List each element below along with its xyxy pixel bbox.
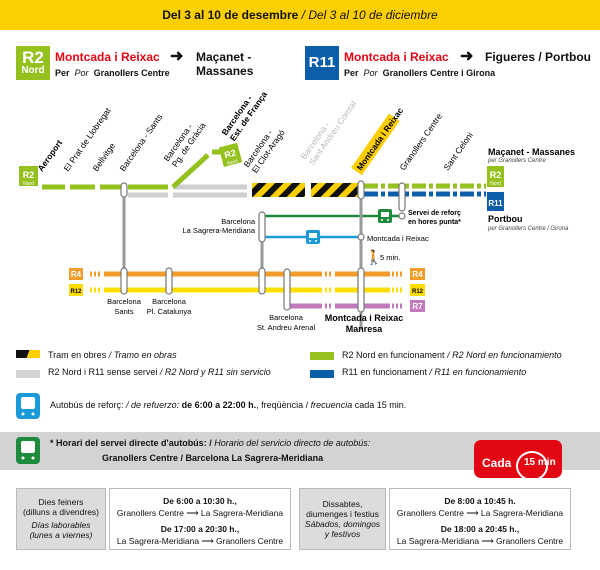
legend-r2: R2 Nord en funcionament / R2 Nord en fun… bbox=[342, 350, 562, 360]
r11-badge: R11 bbox=[305, 46, 339, 80]
r11-via: Per Por Granollers Centre i Girona bbox=[344, 68, 496, 78]
bus-icon bbox=[16, 393, 40, 419]
date-banner: Del 3 al 10 de desembre / Del 3 al 10 de… bbox=[0, 0, 600, 30]
direct-bus-route: Granollers Centre / Barcelona La Sagrera… bbox=[102, 453, 324, 463]
r2-nord-track-west bbox=[42, 149, 222, 190]
weekday-times: De 6:00 a 10:30 h.,Granollers Centre ⟶ L… bbox=[109, 488, 291, 550]
svg-text:R2: R2 bbox=[223, 148, 237, 161]
out-of-service-track bbox=[128, 184, 247, 198]
station-granollers: Granollers Centre bbox=[397, 111, 444, 172]
works-section bbox=[252, 183, 305, 197]
weekend-times: De 8:00 a 10:45 h.Granollers Centre ⟶ La… bbox=[389, 488, 571, 550]
svg-text:R7: R7 bbox=[412, 302, 423, 311]
svg-text:Nord: Nord bbox=[227, 158, 239, 167]
station-clot: Barcelona -El Clot-Aragó bbox=[241, 122, 287, 175]
works-section bbox=[311, 183, 358, 197]
svg-text:R2: R2 bbox=[490, 170, 502, 180]
line-badges: R4 R12 R4 R12 R7 bbox=[69, 268, 425, 312]
direct-bus-title: * Horari del servei directe d'autobús: /… bbox=[50, 438, 371, 448]
stopwatch-icon bbox=[516, 451, 548, 481]
r2-destination-label: Maçanet - Massanes bbox=[488, 147, 575, 157]
r11-destination: Figueres / Portbou bbox=[485, 50, 592, 64]
r2-destination: Maçanet -Massanes bbox=[196, 50, 254, 78]
legend-works: Tram en obres / Tramo en obras bbox=[48, 350, 177, 360]
station-sant-celoni: Sant Celoni bbox=[441, 130, 474, 172]
r11-via-label: per Granollers Centre i Girona bbox=[487, 226, 569, 232]
arrow-right-icon: ➜ bbox=[170, 48, 184, 65]
banner-es: / Del 3 al 10 de diciembre bbox=[298, 8, 438, 22]
walking-icon: 🚶 bbox=[365, 249, 382, 266]
frequency-badge: Cada 15 min bbox=[474, 440, 562, 481]
svg-text:R12: R12 bbox=[412, 289, 424, 295]
works-swatch bbox=[16, 350, 40, 358]
r2-via-label: per Granollers Centre bbox=[487, 158, 546, 164]
weekday-label: Dies feiners(dilluns a divendres)Días la… bbox=[16, 488, 106, 550]
svg-text:R4: R4 bbox=[412, 270, 423, 279]
no-service-swatch bbox=[16, 370, 40, 378]
r11-destination-label: Portbou bbox=[488, 214, 523, 224]
arrow-right-icon: ➜ bbox=[460, 48, 474, 65]
station-aeroport: Aeroport bbox=[35, 138, 64, 173]
bus-icon bbox=[306, 230, 320, 244]
r2-via: Per Por Granollers Centre bbox=[55, 68, 170, 78]
bus-info: Autobús de reforç: / de refuerzo: de 6:0… bbox=[50, 400, 407, 410]
svg-text:Nord: Nord bbox=[23, 181, 34, 187]
svg-text:R2: R2 bbox=[23, 170, 35, 180]
montcada-bus-label: Montcada i Reixac bbox=[367, 234, 429, 243]
svg-text:Nord: Nord bbox=[490, 181, 501, 187]
r2-swatch bbox=[310, 352, 334, 360]
bus-icon bbox=[16, 437, 40, 464]
walk-time: 5 min. bbox=[380, 253, 400, 262]
bus-icon bbox=[378, 209, 392, 223]
legend-no-service: R2 Nord i R11 sense servei / R2 Nord y R… bbox=[48, 367, 271, 377]
station-bellvitge: Bellvitge bbox=[90, 141, 117, 173]
r11-swatch bbox=[310, 370, 334, 378]
station-sant-andreu-comtal: Barcelona -Sant Andreu Comtal bbox=[298, 93, 358, 167]
svg-text:Montcada i Reixac: Montcada i Reixac bbox=[354, 105, 405, 172]
r2-origin: Montcada i Reixac bbox=[55, 50, 160, 64]
station-labels: Aeroport El Prat de Llobregat Bellvitge … bbox=[35, 89, 475, 176]
svg-text:R12: R12 bbox=[70, 289, 82, 295]
legend-r11: R11 en funcionament / R11 en funcionamie… bbox=[342, 367, 527, 377]
banner-ca: Del 3 al 10 de desembre bbox=[162, 8, 299, 22]
r11-badge-end: R11 bbox=[487, 192, 504, 211]
svg-text:R11: R11 bbox=[488, 199, 503, 208]
svg-text:R4: R4 bbox=[71, 270, 82, 279]
station-sants: Barcelona - Sants bbox=[117, 112, 164, 173]
station-connectors bbox=[120, 180, 406, 330]
r11-origin: Montcada i Reixac bbox=[344, 50, 449, 64]
